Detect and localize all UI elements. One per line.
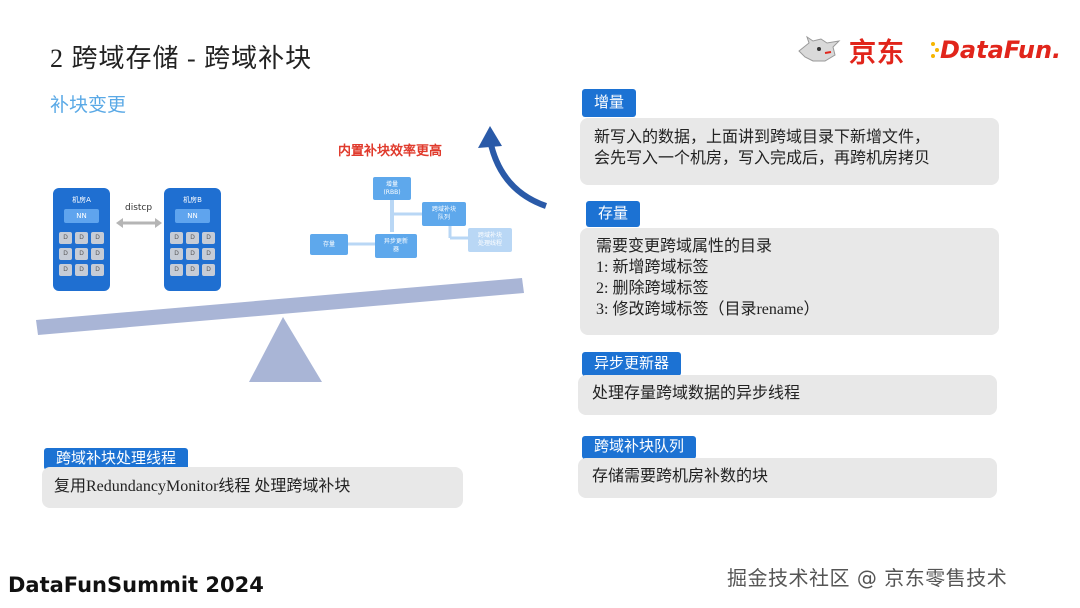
datanode: D	[202, 248, 215, 260]
datanode: D	[59, 248, 72, 260]
diagram-graphics	[36, 126, 548, 382]
thread-line-1: 复用RedundancyMonitor线程 处理跨域补块	[54, 478, 351, 495]
datacenter-a: 机房A NN D D D D D D D D D	[53, 188, 110, 291]
tag-incremental: 增量	[582, 89, 637, 117]
datanode: D	[75, 232, 88, 244]
datanode: D	[91, 248, 104, 260]
namenode-b: NN	[175, 209, 210, 223]
summit-footer: DataFunSummit 2024	[8, 573, 264, 597]
panel-async-updater: 处理存量跨域数据的异步线程	[578, 375, 997, 415]
flow-box-async-updater: 异步更新 器	[375, 234, 417, 258]
datanode: D	[75, 264, 88, 276]
stock-line-2: 1: 新增跨域标签	[596, 259, 709, 276]
distcp-label: distcp	[125, 203, 153, 213]
datacenter-b-label: 机房B	[183, 196, 202, 204]
panel-queue: 存储需要跨机房补数的块	[578, 458, 997, 498]
watermark: 掘金技术社区 @ 京东零售技术	[727, 566, 1008, 590]
stock-line-3: 2: 删除跨域标签	[596, 280, 709, 297]
flow-box-incremental: 增量 (RBB)	[373, 177, 411, 200]
datanode: D	[186, 248, 199, 260]
balance-diagram: 内置补块效率更高 distcp 机房A NN D D D D D D D D D…	[30, 120, 560, 390]
incremental-line-1: 新写入的数据，上面讲到跨域目录下新增文件，	[594, 129, 931, 146]
datanode: D	[170, 248, 183, 260]
datanode: D	[59, 232, 72, 244]
panel-stock: 需要变更跨域属性的目录 1: 新增跨域标签 2: 删除跨域标签 3: 修改跨域标…	[580, 228, 999, 335]
datacenter-a-label: 机房A	[72, 196, 91, 204]
datacenter-b: 机房B NN D D D D D D D D D	[164, 188, 221, 291]
datanode: D	[170, 264, 183, 276]
stock-line-1: 需要变更跨域属性的目录	[596, 238, 773, 255]
slide-title: 2 跨域存储 - 跨域补块	[50, 44, 313, 73]
slide-subtitle: 补块变更	[50, 95, 127, 116]
datanode: D	[91, 264, 104, 276]
datanode-grid-b: D D D D D D D D D	[170, 232, 215, 276]
incremental-line-2: 会先写入一个机房，写入完成后，再跨机房拷贝	[594, 150, 931, 167]
datanode: D	[186, 232, 199, 244]
datanode: D	[91, 232, 104, 244]
tag-async-updater: 异步更新器	[582, 352, 682, 376]
jd-dog-icon	[798, 35, 841, 62]
namenode-a: NN	[64, 209, 99, 223]
datanode: D	[75, 248, 88, 260]
tag-queue: 跨域补块队列	[582, 436, 697, 459]
datanode: D	[170, 232, 183, 244]
efficiency-note: 内置补块效率更高	[338, 144, 443, 159]
flow-box-stock: 存量	[310, 234, 348, 255]
stock-line-4: 3: 修改跨域标签（目录rename）	[596, 301, 820, 318]
async-updater-line-1: 处理存量跨域数据的异步线程	[592, 385, 801, 402]
jd-logo: 京东	[795, 30, 905, 70]
jd-logo-text: 京东	[849, 37, 905, 69]
datanode: D	[59, 264, 72, 276]
datafun-logo: DataFun.	[930, 30, 1061, 70]
datafun-dots-icon	[931, 42, 939, 58]
datanode: D	[202, 264, 215, 276]
datanode-grid-a: D D D D D D D D D	[59, 232, 104, 276]
queue-line-1: 存储需要跨机房补数的块	[592, 468, 769, 485]
datanode: D	[186, 264, 199, 276]
datanode: D	[202, 232, 215, 244]
panel-incremental: 新写入的数据，上面讲到跨域目录下新增文件， 会先写入一个机房，写入完成后，再跨机…	[580, 118, 999, 185]
panel-thread: 复用RedundancyMonitor线程 处理跨域补块	[42, 467, 463, 508]
flow-box-queue: 跨域补块 队列	[422, 202, 466, 226]
tag-stock: 存量	[586, 201, 641, 227]
flow-box-thread: 跨域补块 处理线程	[468, 228, 512, 252]
tag-thread: 跨域补块处理线程	[44, 448, 189, 470]
datafun-logo-text: DataFun.	[940, 36, 1062, 64]
